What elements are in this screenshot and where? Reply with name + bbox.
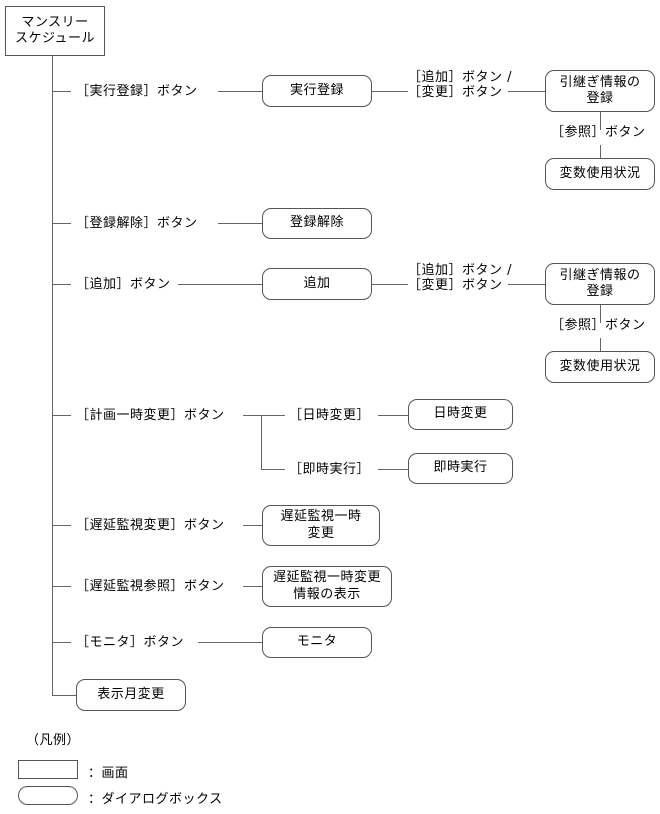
connector-4a-tick [261, 415, 285, 416]
connector-1-sub [508, 91, 546, 92]
connector-3 [178, 284, 263, 285]
legend-text-screen: ：画面 [88, 766, 129, 781]
connector-3-leaf-top [600, 305, 601, 323]
branch-tick-3 [52, 284, 71, 285]
sub-label-tsuika-henkou-1: ［追加］ボタン / ［変更］ボタン [408, 70, 513, 100]
sub-label-tsuika-henkou-2: ［追加］ボタン / ［変更］ボタン [408, 263, 513, 293]
node-hensuu-shiyou-joukyou-1[interactable]: 変数使用状況 [545, 158, 655, 190]
connector-5 [243, 525, 263, 526]
node-hyouji-tsuki-henkou[interactable]: 表示月変更 [76, 679, 186, 711]
branch-label-jikkou-touroku: ［実行登録］ボタン [76, 84, 198, 99]
branch-label-tsuika: ［追加］ボタン [76, 277, 171, 292]
branch-tick-4 [52, 415, 71, 416]
branch-tick-2 [52, 223, 71, 224]
branch-label-chien-kanshi-henkou: ［遅延監視変更］ボタン [76, 518, 225, 533]
branch-label-chien-kanshi-sanshou: ［遅延監視参照］ボタン [76, 579, 225, 594]
branch-label-touroku-kaijo: ［登録解除］ボタン [76, 216, 198, 231]
connector-1-out [371, 91, 408, 92]
legend-text-dialog: ：ダイアログボックス [88, 792, 223, 807]
legend-swatch-dialog [18, 786, 78, 805]
connector-3-out [371, 284, 408, 285]
connector-6 [243, 586, 263, 587]
connector-2 [218, 223, 263, 224]
node-touroku-kaijo[interactable]: 登録解除 [262, 208, 372, 239]
legend-swatch-screen [18, 760, 78, 779]
connector-4-stem [243, 415, 261, 416]
child-label-sokuji-jikkou: ［即時実行］ [289, 462, 371, 477]
node-hikitsugi-jouhou-1[interactable]: 引継ぎ情報の 登録 [545, 70, 655, 112]
node-tsuika[interactable]: 追加 [262, 268, 372, 300]
connector-8 [52, 695, 78, 696]
connector-1-leaf-top [600, 112, 601, 130]
branch-label-monita: ［モニタ］ボタン [76, 635, 185, 650]
connector-3-sub [508, 284, 546, 285]
branch-tick-7 [52, 642, 71, 643]
connector-7 [198, 642, 263, 643]
node-hikitsugi-jouhou-2[interactable]: 引継ぎ情報の 登録 [545, 263, 655, 305]
child-label-nichiji-henkou: ［日時変更］ [289, 408, 371, 423]
connector-3-leaf-bottom [600, 338, 601, 352]
branch-label-keikaku-ichiji-henkou: ［計画一時変更］ボタン [76, 408, 225, 423]
connector-1-leaf-bottom [600, 145, 601, 159]
branch-tick-1 [52, 91, 71, 92]
node-sokuji-jikkou[interactable]: 即時実行 [408, 453, 513, 484]
connector-4a [378, 415, 409, 416]
connector-4b-tick [261, 469, 285, 470]
node-chien-kanshi-ichiji-henkou[interactable]: 遅延監視一時 変更 [262, 505, 380, 546]
node-jikkou-touroku[interactable]: 実行登録 [262, 75, 372, 107]
leaf-label-sanshou-1: ［参照］ボタン [551, 125, 646, 140]
node-monthly-schedule[interactable]: マンスリー スケジュール [5, 6, 105, 56]
node-hensuu-shiyou-joukyou-2[interactable]: 変数使用状況 [545, 351, 655, 383]
branch-tick-6 [52, 586, 71, 587]
branch-tick-5 [52, 525, 71, 526]
connector-4b [378, 469, 409, 470]
connector-4-split [261, 415, 262, 469]
node-monita[interactable]: モニタ [262, 627, 372, 658]
leaf-label-sanshou-2: ［参照］ボタン [551, 318, 646, 333]
legend-title: （凡例） [26, 733, 81, 748]
connector-1 [218, 91, 263, 92]
node-chien-kanshi-jouhou-hyouji[interactable]: 遅延監視一時変更 情報の表示 [262, 566, 392, 607]
node-nichiji-henkou[interactable]: 日時変更 [408, 399, 513, 430]
main-spine-line [52, 56, 53, 696]
